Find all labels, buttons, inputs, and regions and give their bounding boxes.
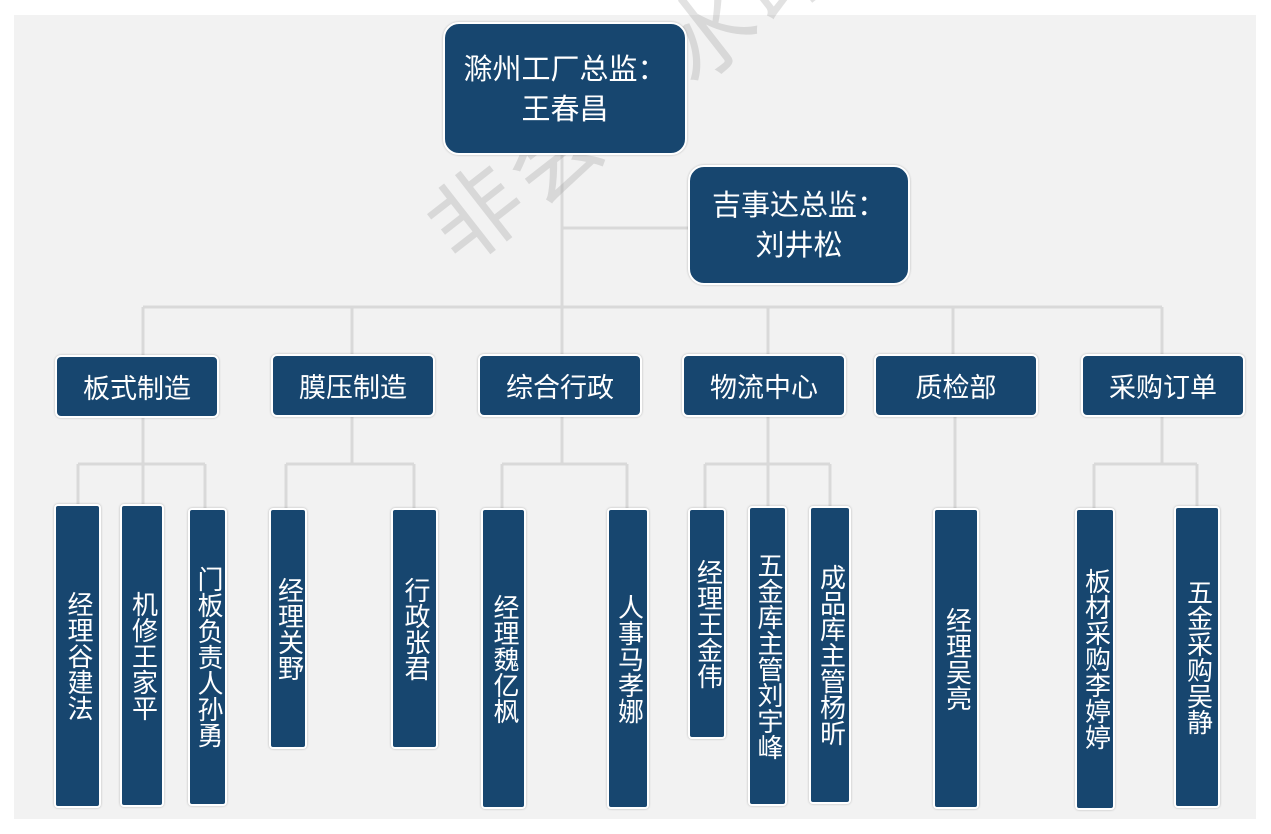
member-node[interactable]: 经理关野 — [269, 508, 307, 749]
member-node[interactable]: 经理谷建法 — [54, 504, 101, 808]
director-name: 王春昌 — [521, 91, 609, 126]
member-node[interactable]: 人事马孝娜 — [607, 508, 649, 809]
member-node[interactable]: 经理吴亮 — [933, 508, 979, 809]
director-name: 刘井松 — [755, 228, 843, 262]
dept-node[interactable]: 综合行政 — [478, 354, 642, 417]
dept-node[interactable]: 采购订单 — [1081, 354, 1245, 417]
member-node[interactable]: 五金采购吴静 — [1174, 506, 1220, 808]
director-node-chuzhou[interactable]: 滁州工厂总监： 王春昌 — [443, 22, 687, 155]
director-node-jishida[interactable]: 吉事达总监： 刘井松 — [688, 165, 910, 285]
dept-node[interactable]: 物流中心 — [682, 354, 846, 417]
director-title: 吉事达总监： — [711, 188, 886, 222]
member-node[interactable]: 经理魏亿枫 — [481, 508, 526, 809]
member-node[interactable]: 机修王家平 — [120, 504, 164, 807]
member-node[interactable]: 门板负责人孙勇 — [188, 508, 227, 806]
member-node[interactable]: 五金库主管刘宇峰 — [748, 506, 787, 806]
dept-node[interactable]: 膜压制造 — [271, 354, 435, 417]
member-node[interactable]: 板材采购李婷婷 — [1075, 508, 1115, 810]
member-node[interactable]: 行政张君 — [391, 508, 438, 749]
dept-node[interactable]: 质检部 — [874, 354, 1038, 417]
dept-node[interactable]: 板式制造 — [55, 355, 219, 418]
director-title: 滁州工厂总监： — [463, 51, 667, 86]
member-node[interactable]: 经理王金伟 — [688, 508, 726, 739]
member-node[interactable]: 成品库主管杨昕 — [809, 506, 851, 804]
